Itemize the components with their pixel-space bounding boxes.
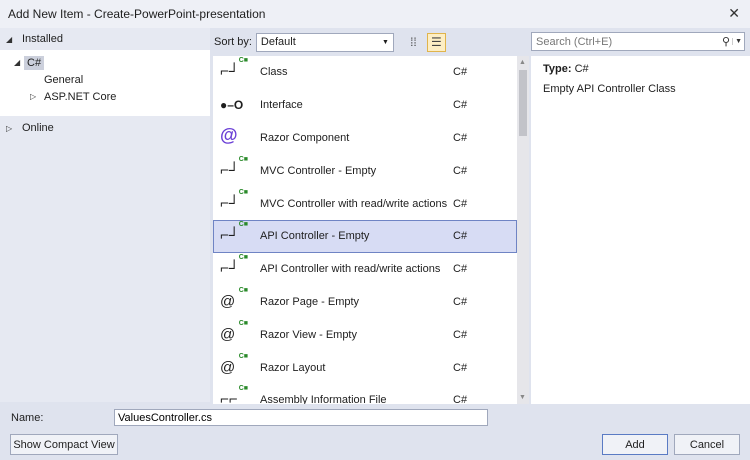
template-item[interactable]: @ Razor Component C# [213, 122, 517, 155]
add-button[interactable]: Add [602, 434, 668, 455]
scroll-thumb[interactable] [519, 70, 527, 136]
close-icon[interactable]: ✕ [728, 5, 740, 21]
sort-label: Sort by: [214, 36, 252, 48]
scroll-up-icon[interactable]: ▲ [519, 59, 526, 66]
tree-node-csharp[interactable]: ◢C# [0, 54, 210, 71]
item-language: C# [453, 131, 468, 144]
item-name: Razor View - Empty [260, 328, 357, 341]
item-name: API Controller - Empty [260, 230, 370, 243]
list-view-button[interactable]: ☰ [426, 32, 446, 52]
expanded-triangle-icon: ◢ [6, 34, 13, 44]
show-compact-view-button[interactable]: Show Compact View [10, 434, 118, 455]
item-name: API Controller with read/write actions [260, 263, 441, 276]
class-icon: ⌐┘C■ [220, 57, 248, 81]
template-item[interactable]: ⌐┘C■ API Controller - Empty C# [213, 219, 517, 253]
template-item[interactable]: ●–O Interface C# [213, 89, 517, 122]
tree-node-general[interactable]: General [44, 73, 84, 86]
item-language: C# [453, 263, 468, 276]
item-name: Assembly Information File [260, 394, 387, 404]
assembly-icon: ⌐⌐C■ [220, 385, 248, 404]
interface-icon: ●–O [220, 98, 244, 113]
search-input[interactable]: Search (Ctrl+E) ⚲▼ [531, 32, 745, 51]
detail-pane: Type: C# Empty API Controller Class [531, 56, 750, 404]
tree-node-online[interactable]: ▷Online [6, 122, 54, 134]
tree-node-installed[interactable]: ◢Installed [0, 28, 210, 50]
template-item[interactable]: ⌐┘C■ Class C# [213, 56, 517, 89]
controller-icon: ⌐┘C■ [220, 254, 248, 278]
chevron-down-icon: ▼ [381, 38, 389, 46]
item-name: Razor Component [260, 131, 350, 144]
template-tree: ◢Installed ◢C# General ▷ASP.NET Core ▷On… [0, 28, 210, 402]
item-language: C# [453, 197, 468, 210]
item-language: C# [453, 230, 468, 243]
template-item[interactable]: ⌐┘C■ API Controller with read/write actio… [213, 253, 517, 286]
controller-icon: ⌐┘C■ [220, 155, 248, 179]
controller-icon: ⌐┘C■ [220, 188, 248, 212]
name-input[interactable] [114, 409, 488, 426]
search-icon[interactable]: ⚲ [722, 36, 731, 48]
item-name: Interface [260, 99, 303, 112]
item-language: C# [453, 295, 468, 308]
template-item[interactable]: ⌐┘C■ MVC Controller - Empty C# [213, 154, 517, 187]
template-item[interactable]: @C■ Razor Page - Empty C# [213, 286, 517, 319]
razor-page-icon: @C■ [220, 352, 248, 376]
collapsed-triangle-icon: ▷ [30, 92, 37, 101]
item-language: C# [453, 164, 468, 177]
item-name: Razor Page - Empty [260, 295, 360, 308]
template-item[interactable]: ⌐┘C■ MVC Controller with read/write actio… [213, 187, 517, 220]
window-title: Add New Item - Create-PowerPoint-present… [8, 7, 266, 21]
razor-page-icon: @C■ [220, 286, 248, 310]
sort-dropdown[interactable]: Default▼ [255, 32, 394, 52]
item-language: C# [453, 394, 468, 404]
cancel-button[interactable]: Cancel [674, 434, 740, 455]
item-name: MVC Controller with read/write actions [260, 197, 448, 210]
chevron-down-icon[interactable]: ▼ [732, 38, 742, 45]
list-scrollbar[interactable]: ▲ ▼ [517, 56, 529, 404]
item-description: Empty API Controller Class [543, 83, 676, 95]
item-language: C# [453, 361, 468, 374]
item-name: Razor Layout [260, 361, 326, 374]
item-language: C# [453, 66, 468, 79]
template-item[interactable]: @C■ Razor View - Empty C# [213, 318, 517, 351]
item-name: Class [260, 66, 288, 79]
item-language: C# [453, 328, 468, 341]
expanded-triangle-icon: ◢ [14, 58, 21, 67]
collapsed-triangle-icon: ▷ [6, 123, 13, 133]
item-name: MVC Controller - Empty [260, 164, 377, 177]
title-bar: Add New Item - Create-PowerPoint-present… [0, 0, 750, 28]
footer: Name: Show Compact View Add Cancel [0, 404, 750, 460]
controller-icon: ⌐┘C■ [220, 221, 248, 245]
list-toolbar: Sort by: Default▼ ⁞⁞ ☰ [214, 30, 524, 54]
name-label: Name: [11, 412, 44, 424]
razor-component-icon: @ [220, 124, 238, 145]
small-icons-view-button[interactable]: ⁞⁞ [410, 35, 417, 49]
scroll-down-icon[interactable]: ▼ [519, 394, 526, 401]
template-item[interactable]: @C■ Razor Layout C# [213, 351, 517, 384]
tree-node-aspnet[interactable]: ▷ASP.NET Core [30, 90, 117, 103]
razor-page-icon: @C■ [220, 319, 248, 343]
template-item[interactable]: ⌐⌐C■ Assembly Information File C# [213, 384, 517, 404]
item-language: C# [453, 99, 468, 112]
